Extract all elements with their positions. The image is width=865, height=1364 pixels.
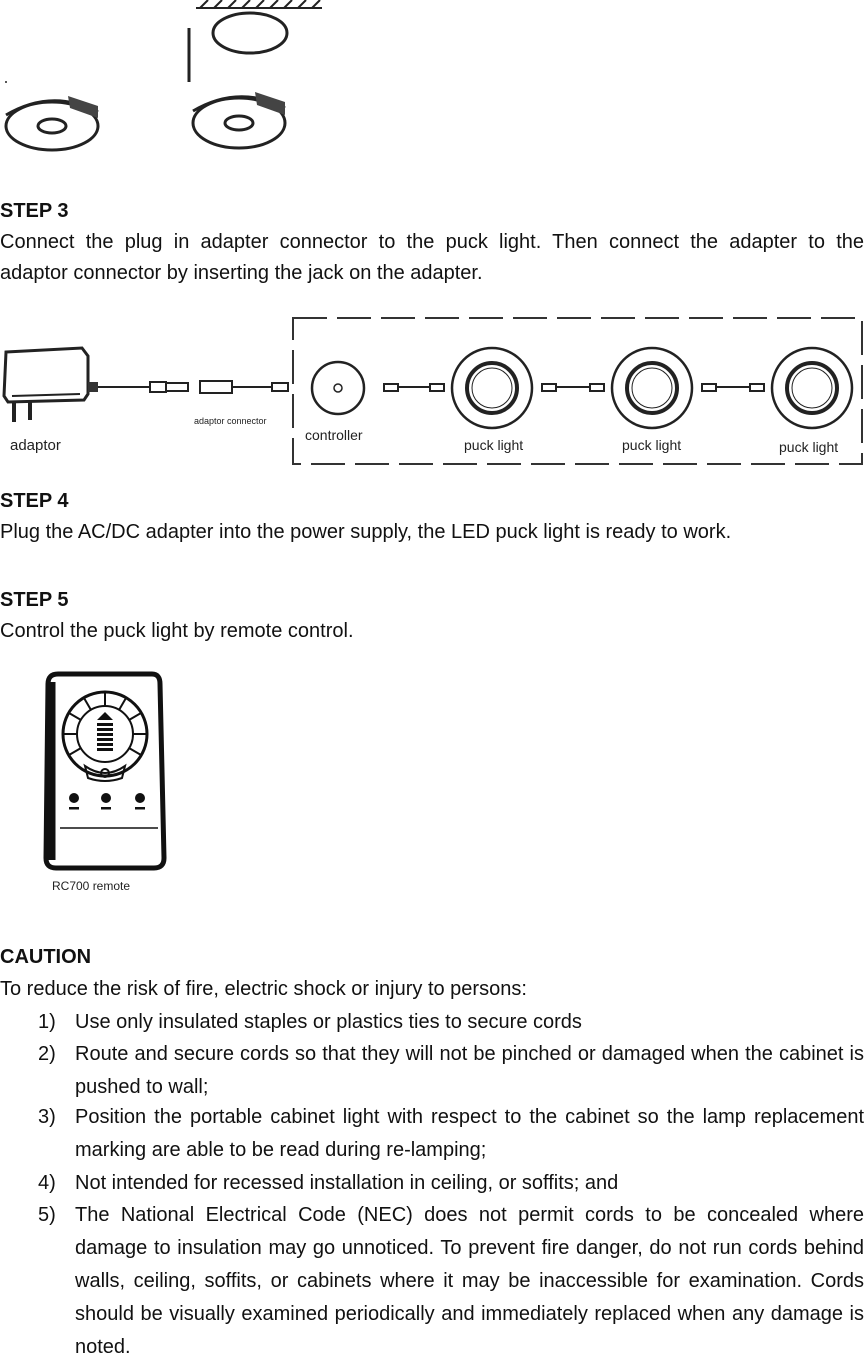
caution-item-4-num: 4) xyxy=(38,1172,56,1194)
caution-intro: To reduce the risk of fire, electric sho… xyxy=(0,978,527,1000)
caution-item-5: The National Electrical Code (NEC) does … xyxy=(75,1204,864,1358)
adaptor-icon xyxy=(2,346,98,422)
puck-light-2-icon xyxy=(610,346,694,430)
puck-light-3-icon xyxy=(770,346,854,430)
adaptor-connector-icon xyxy=(199,380,289,394)
step4-text: Plug the AC/DC adapter into the power su… xyxy=(0,521,732,543)
step5-text: Control the puck light by remote control… xyxy=(0,620,354,642)
caution-item-2: Route and secure cords so that they will… xyxy=(75,1043,864,1098)
caution-item-4: Not intended for recessed installation i… xyxy=(75,1172,619,1194)
step5-title: STEP 5 xyxy=(0,589,69,611)
wiring-diagram: adaptor adaptor connector controller puc… xyxy=(2,317,863,465)
caution-item-3-num: 3) xyxy=(38,1106,56,1128)
caution-title: CAUTION xyxy=(0,946,92,968)
step4-title: STEP 4 xyxy=(0,490,69,512)
step3-title: STEP 3 xyxy=(0,200,69,222)
remote-label: RC700 remote xyxy=(52,879,130,893)
caution-item-3: Position the portable cabinet light with… xyxy=(75,1106,864,1161)
caution-item-1-num: 1) xyxy=(38,1011,56,1033)
puck-light-label-2: puck light xyxy=(622,437,681,453)
remote-illustration: RC700 remote xyxy=(43,671,167,893)
adaptor-connector-label: adaptor connector xyxy=(194,416,267,426)
controller-icon xyxy=(310,360,366,416)
step3-text-line2: adaptor connector by inserting the jack … xyxy=(0,262,483,284)
puck-light-label-3: puck light xyxy=(779,439,838,455)
caution-item-5-num: 5) xyxy=(38,1204,56,1226)
puck-light-1-icon xyxy=(450,346,534,430)
caution-item-2-num: 2) xyxy=(38,1043,56,1065)
adaptor-label: adaptor xyxy=(10,437,61,454)
caution-item-1: Use only insulated staples or plastics t… xyxy=(75,1011,582,1033)
puck-light-label-1: puck light xyxy=(464,437,523,453)
step3-text-line1: Connect the plug in adapter connector to… xyxy=(0,231,864,253)
controller-label: controller xyxy=(305,427,363,443)
mounting-illustration xyxy=(4,0,322,152)
